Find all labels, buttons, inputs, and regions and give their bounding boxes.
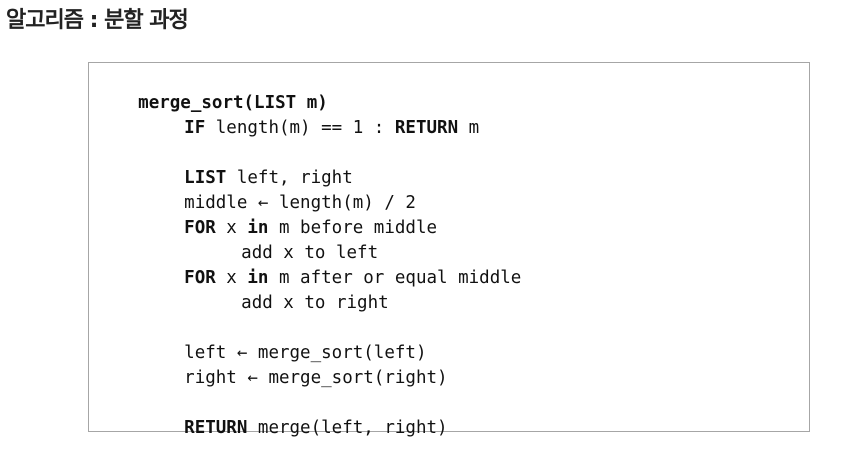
code-line-for-before-middle: FOR x in m before middle: [142, 192, 437, 238]
code-keyword-in: in: [247, 218, 269, 238]
code-token-merge-call: merge(left, right): [247, 418, 448, 438]
code-line-right-recursion: right ← merge_sort(right): [142, 342, 447, 388]
code-keyword-list: LIST: [184, 168, 227, 188]
code-token-middle-assignment: middle ← length(m) / 2: [184, 193, 416, 213]
code-token-add-to-right: add x to right: [241, 293, 389, 313]
code-keyword-in: in: [247, 268, 269, 288]
code-token-condition: length(m) == 1 :: [205, 118, 395, 138]
code-keyword-return: RETURN: [394, 118, 459, 138]
code-token-variables: left, right: [226, 168, 353, 188]
code-keyword-for: FOR: [184, 218, 216, 238]
code-block: merge_sort(LIST m) IF length(m) == 1 : R…: [88, 62, 810, 438]
code-line-add-to-right: add x to right: [199, 267, 389, 313]
code-keyword-if: IF: [184, 118, 206, 138]
code-line-left-recursion: left ← merge_sort(left): [142, 317, 426, 363]
code-line-add-to-left: add x to left: [199, 217, 378, 263]
code-line-list-declaration: LIST left, right: [142, 142, 353, 188]
code-line-if-return: IF length(m) == 1 : RETURN m: [142, 92, 479, 138]
code-line-middle-assignment: middle ← length(m) / 2: [142, 167, 416, 213]
code-token-left-recursion: left ← merge_sort(left): [184, 343, 427, 363]
code-line-for-after-middle: FOR x in m after or equal middle: [142, 242, 521, 288]
code-token-loop-range: m after or equal middle: [268, 268, 522, 288]
code-token-add-to-left: add x to left: [241, 243, 379, 263]
page-title: 알고리즘 : 분할 과정: [6, 8, 189, 33]
code-token-function-signature: merge_sort(LIST m): [138, 93, 328, 113]
code-keyword-for: FOR: [184, 268, 216, 288]
code-line-function-signature: merge_sort(LIST m): [96, 67, 328, 113]
code-token-loop-var: x: [215, 268, 248, 288]
code-token-return-value: m: [458, 118, 480, 138]
code-token-loop-var: x: [215, 218, 248, 238]
code-token-right-recursion: right ← merge_sort(right): [184, 368, 448, 388]
code-keyword-return: RETURN: [184, 418, 248, 438]
code-line-return-merge: RETURN merge(left, right): [142, 392, 447, 438]
code-token-loop-range: m before middle: [268, 218, 438, 238]
